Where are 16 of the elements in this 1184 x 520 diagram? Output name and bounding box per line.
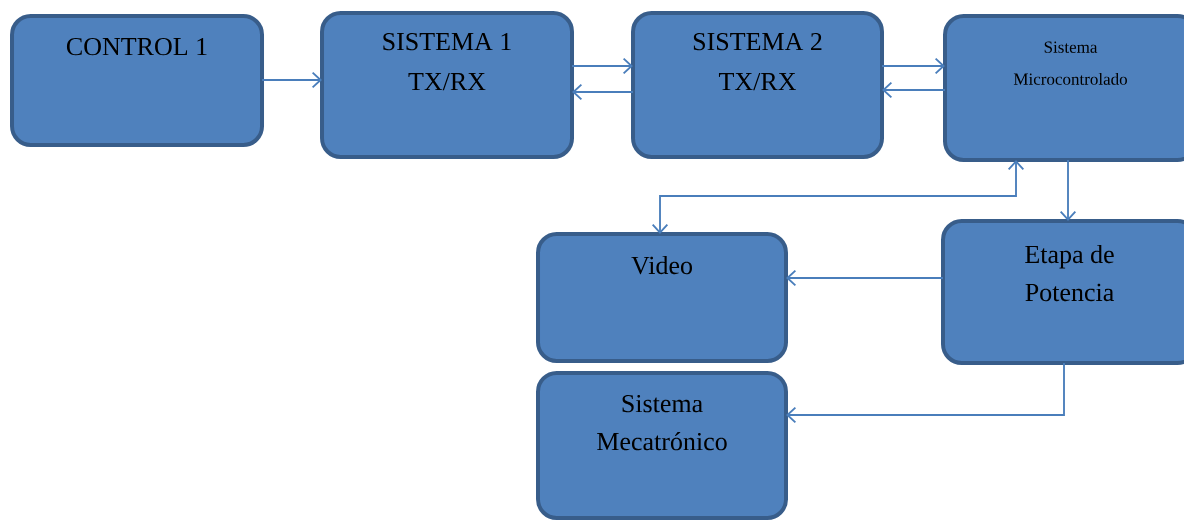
process-box: SISTEMA 2 TX/RX xyxy=(631,11,884,159)
process-box: SISTEMA 1 TX/RX xyxy=(320,11,574,159)
process-box: Sistema Mecatrónico xyxy=(536,371,788,520)
arrow xyxy=(261,71,322,89)
arrow xyxy=(571,57,633,75)
arrow xyxy=(651,160,1025,234)
arrow xyxy=(572,83,634,101)
arrow xyxy=(786,269,944,287)
process-box: CONTROL 1 xyxy=(10,14,264,147)
arrow xyxy=(882,81,946,99)
process-box: Sistema Microcontrolado xyxy=(943,14,1184,162)
arrow xyxy=(786,362,1065,424)
process-box: Etapa de Potencia xyxy=(941,219,1184,365)
process-box: Video xyxy=(536,232,788,363)
arrow xyxy=(1059,159,1077,221)
arrow xyxy=(881,57,945,75)
